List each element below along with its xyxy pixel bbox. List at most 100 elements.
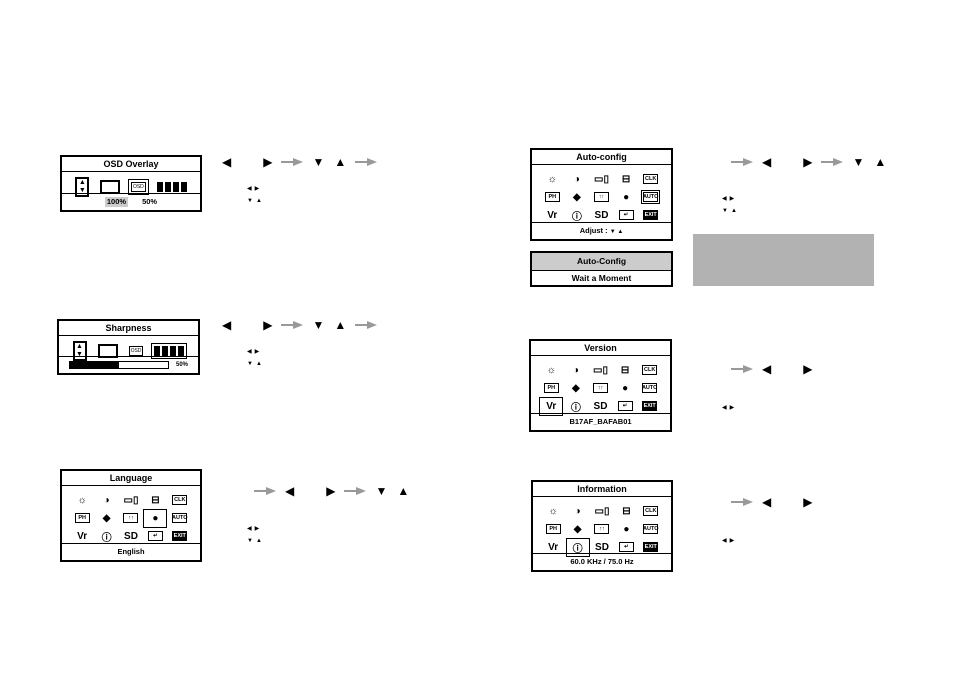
language-globe-icon[interactable]: ● xyxy=(623,523,630,535)
reset-icon[interactable]: ↵ xyxy=(618,210,634,220)
color-icon[interactable]: ◆ xyxy=(572,382,580,394)
icon-cell[interactable]: AUTO xyxy=(168,509,192,527)
contrast-icon[interactable]: ◑ xyxy=(572,364,579,376)
icon-cell[interactable]: AUTO xyxy=(638,188,663,206)
v-position-icon[interactable]: ⊟ xyxy=(151,494,160,506)
icon-cell[interactable]: ▭▯ xyxy=(588,361,613,379)
information-icon[interactable]: ⓘ xyxy=(571,211,582,223)
v-position-icon[interactable]: ⊟ xyxy=(622,505,631,517)
language-globe-icon[interactable]: ● xyxy=(623,191,630,203)
icon-cell[interactable]: SD xyxy=(589,206,614,224)
icon-cell[interactable]: ◑ xyxy=(564,361,589,379)
size-icon[interactable]: ↑↑ xyxy=(123,513,139,523)
exit-icon[interactable]: EXIT xyxy=(643,210,659,220)
icon-cell[interactable]: ⊟ xyxy=(614,170,639,188)
icon-cell[interactable]: PH xyxy=(539,379,564,397)
option-100[interactable]: 100% xyxy=(104,197,129,207)
brightness-icon[interactable]: ☼ xyxy=(546,364,556,376)
contrast-icon[interactable]: ◑ xyxy=(574,505,581,517)
h-position-icon[interactable]: ▭▯ xyxy=(123,494,139,506)
icon-cell[interactable]: AUTO xyxy=(637,379,662,397)
icon-cell[interactable]: EXIT xyxy=(638,206,663,224)
icon-cell[interactable]: ⓘ xyxy=(565,537,590,557)
reset-icon[interactable]: ↵ xyxy=(147,531,163,541)
icon-cell[interactable]: ↑↑ xyxy=(589,188,614,206)
icon-cell[interactable]: ◆ xyxy=(565,520,589,538)
clock-icon[interactable]: CLK xyxy=(172,495,188,505)
icon-cell[interactable]: ☼ xyxy=(539,361,564,379)
icon-cell[interactable]: ● xyxy=(143,508,168,528)
icon-cell[interactable]: ◑ xyxy=(565,170,590,188)
auto-icon[interactable]: AUTO xyxy=(172,513,188,523)
sd-icon[interactable]: SD xyxy=(593,400,608,412)
language-globe-icon[interactable]: ● xyxy=(622,382,629,394)
size-icon[interactable]: ↑↑ xyxy=(594,524,610,534)
information-icon[interactable]: ⓘ xyxy=(565,537,590,557)
icon-cell[interactable]: EXIT xyxy=(637,397,662,415)
brightness-icon[interactable]: ☼ xyxy=(548,505,558,517)
version-icon[interactable]: Vr xyxy=(539,396,564,416)
icon-cell[interactable]: ▭▯ xyxy=(119,491,143,509)
icon-cell[interactable]: ◆ xyxy=(565,188,590,206)
clock-icon[interactable]: CLK xyxy=(643,174,659,184)
icon-cell[interactable]: ● xyxy=(614,520,638,538)
phase-icon[interactable]: PH xyxy=(74,513,90,523)
icon-cell[interactable]: ◑ xyxy=(565,502,589,520)
icon-cell[interactable]: EXIT xyxy=(168,527,192,545)
sd-icon[interactable]: SD xyxy=(124,530,138,542)
v-position-icon[interactable]: ⊟ xyxy=(621,173,631,185)
icon-cell[interactable]: Vr xyxy=(539,396,564,416)
icon-cell[interactable]: ⊟ xyxy=(613,361,638,379)
icon-cell[interactable]: Vr xyxy=(541,538,565,556)
contrast-icon[interactable]: ◑ xyxy=(103,494,110,506)
sharpness-bar[interactable] xyxy=(69,361,169,369)
reset-icon[interactable]: ↵ xyxy=(618,542,634,552)
icon-cell[interactable]: ◆ xyxy=(564,379,589,397)
version-icon[interactable]: Vr xyxy=(77,530,88,542)
icon-cell[interactable]: CLK xyxy=(637,361,662,379)
h-position-icon[interactable]: ▭▯ xyxy=(593,364,608,376)
reset-icon[interactable]: ↵ xyxy=(617,401,633,411)
color-icon[interactable]: ◆ xyxy=(102,512,111,524)
clock-icon[interactable]: CLK xyxy=(643,506,659,516)
icon-cell[interactable]: ↵ xyxy=(614,538,638,556)
icon-cell[interactable]: ⓘ xyxy=(564,397,589,415)
icon-cell[interactable]: AUTO xyxy=(639,520,663,538)
icon-cell[interactable]: ↑↑ xyxy=(590,520,614,538)
icon-cell[interactable]: Vr xyxy=(70,527,94,545)
icon-cell[interactable]: Vr xyxy=(540,206,565,224)
icon-cell[interactable]: ◑ xyxy=(94,491,118,509)
option-50[interactable]: 50% xyxy=(142,197,158,206)
h-position-icon[interactable]: ▭▯ xyxy=(594,505,610,517)
icon-cell[interactable]: ⊟ xyxy=(614,502,638,520)
exit-icon[interactable]: EXIT xyxy=(643,542,659,552)
icon-cell[interactable]: ☼ xyxy=(540,170,565,188)
color-icon[interactable]: ◆ xyxy=(573,523,582,535)
icon-cell[interactable]: SD xyxy=(588,397,613,415)
version-icon[interactable]: Vr xyxy=(548,541,559,553)
brightness-icon[interactable]: ☼ xyxy=(547,173,557,185)
brightness-icon[interactable]: ☼ xyxy=(77,494,87,506)
phase-icon[interactable]: PH xyxy=(545,524,561,534)
icon-cell[interactable]: ↵ xyxy=(613,397,638,415)
h-position-icon[interactable]: ▭▯ xyxy=(594,173,609,185)
size-icon[interactable]: ↑↑ xyxy=(592,383,608,393)
icon-cell[interactable]: ☼ xyxy=(541,502,565,520)
version-icon[interactable]: Vr xyxy=(547,209,558,221)
icon-cell[interactable]: ⊟ xyxy=(143,491,167,509)
information-icon[interactable]: ⓘ xyxy=(101,532,112,544)
sd-icon[interactable]: SD xyxy=(595,541,609,553)
icon-cell[interactable]: ⓘ xyxy=(565,206,590,224)
exit-icon[interactable]: EXIT xyxy=(172,531,188,541)
icon-cell[interactable]: ↵ xyxy=(614,206,639,224)
icon-cell[interactable]: ▭▯ xyxy=(590,502,614,520)
exit-icon[interactable]: EXIT xyxy=(642,401,658,411)
icon-cell[interactable]: CLK xyxy=(168,491,192,509)
information-icon[interactable]: ⓘ xyxy=(570,402,581,414)
clock-icon[interactable]: CLK xyxy=(642,365,658,375)
icon-cell[interactable]: PH xyxy=(541,520,565,538)
icon-cell[interactable]: ↑↑ xyxy=(119,509,143,527)
icon-cell[interactable]: ● xyxy=(614,188,639,206)
color-icon[interactable]: ◆ xyxy=(573,191,581,203)
language-globe-icon[interactable]: ● xyxy=(143,508,168,528)
